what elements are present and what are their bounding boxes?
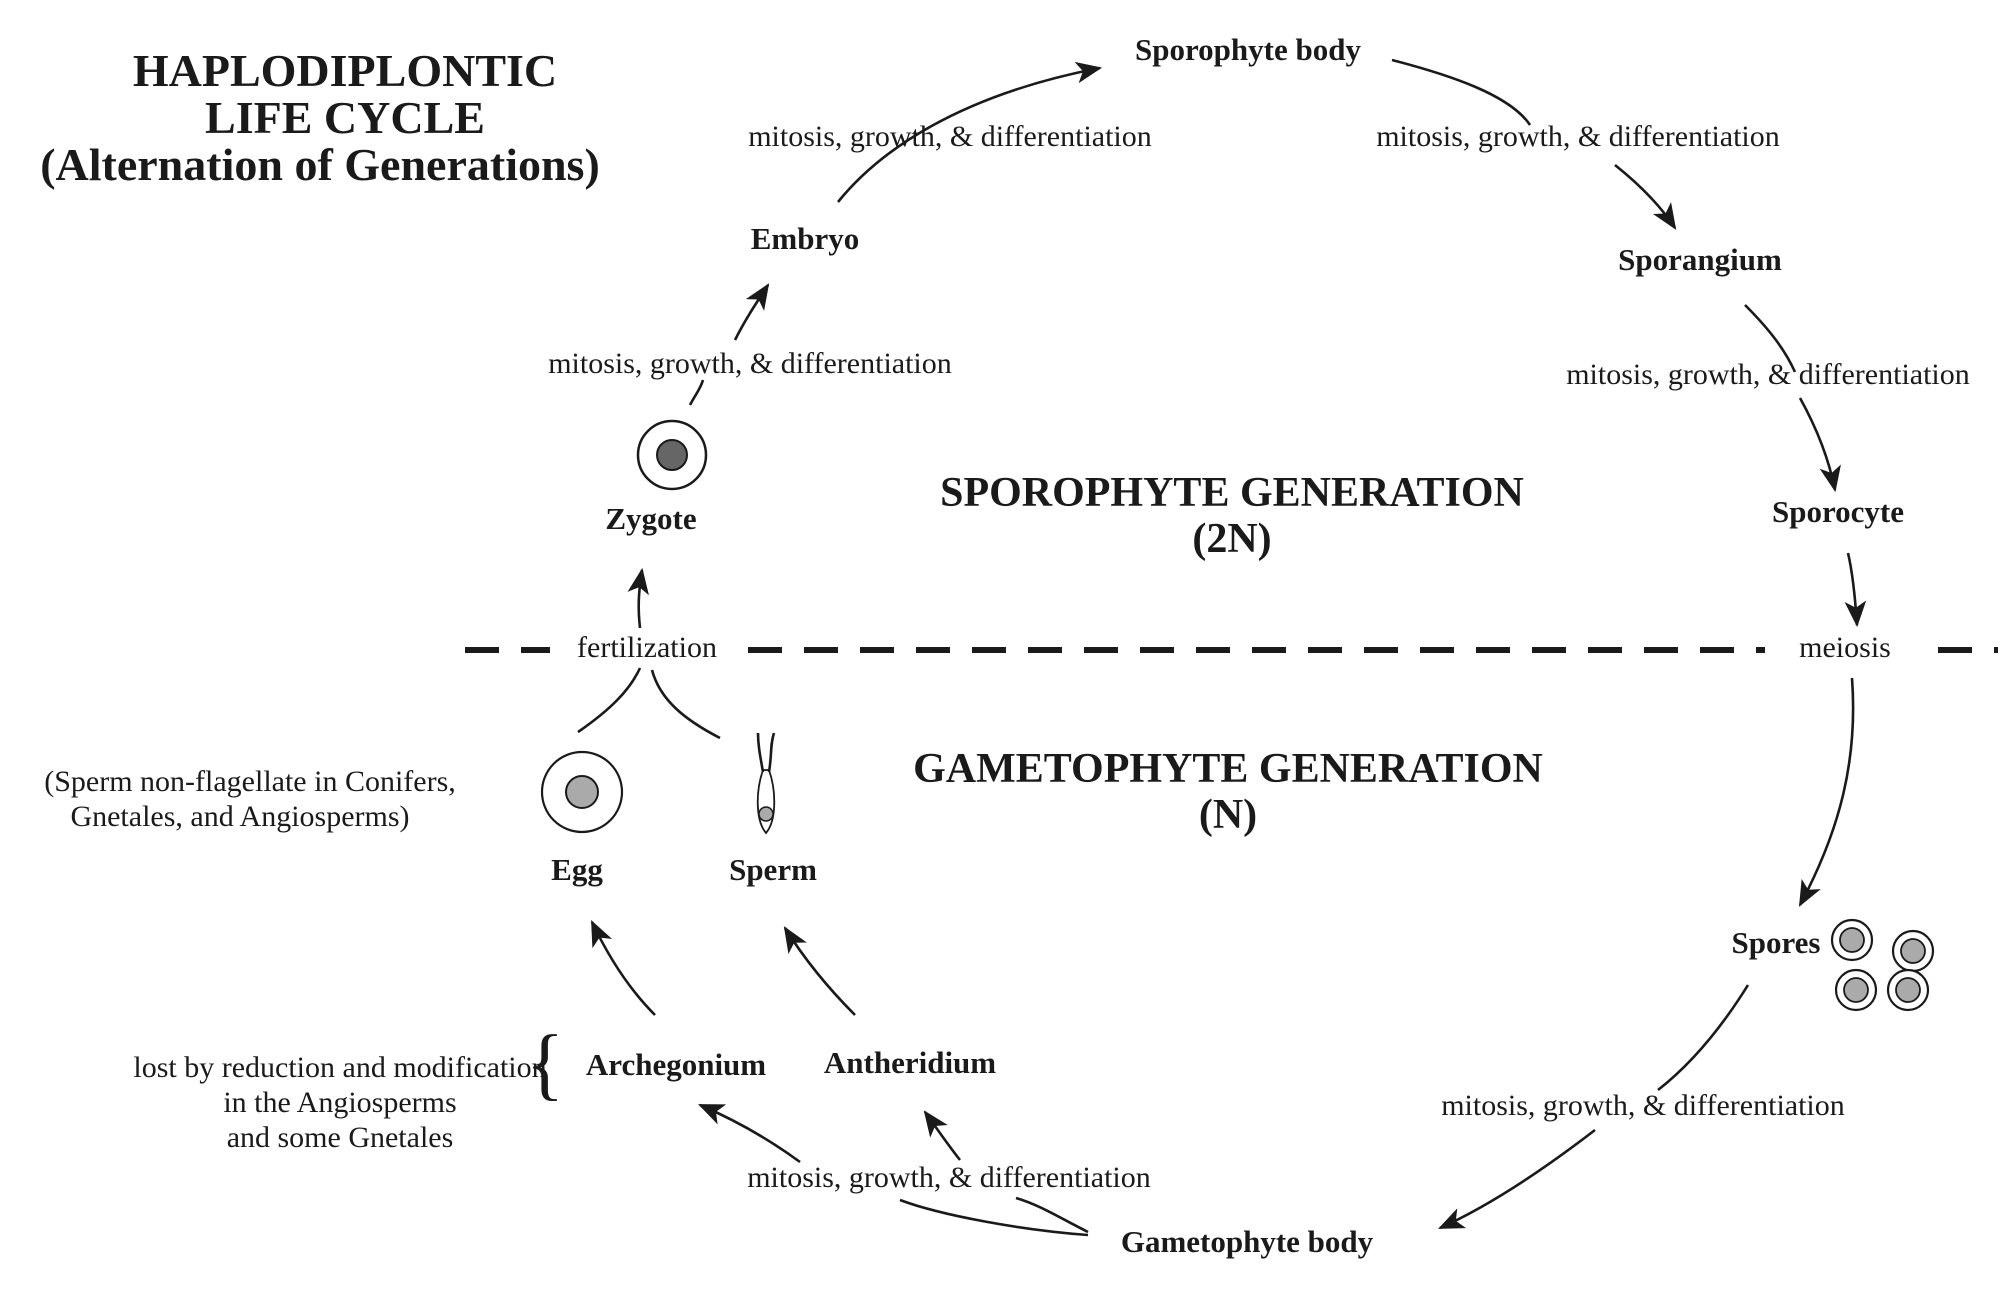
process-spores-to-gametophyte: mitosis, growth, & differentiation [1441,1089,1845,1122]
curve-egg-to-fertilization [577,667,642,734]
lost-note-line-3: and some Gnetales [227,1121,454,1154]
egg-label: Egg [551,852,603,887]
gametophyte-body-label: Gametophyte body [1121,1224,1374,1259]
arrow-sporangium-segment [1744,304,1797,373]
gametophyte-generation-label: GAMETOPHYTE GENERATION [913,746,1543,792]
process-gametophyte-to-gametangia: mitosis, growth, & differentiation [747,1161,1151,1194]
process-zygote-to-embryo: mitosis, growth, & differentiation [548,347,952,380]
lost-note-line-2: in the Angiosperms [223,1086,456,1119]
archegonium-label: Archegonium [586,1047,766,1082]
arrow-to-sporangium [1614,163,1677,230]
arrow-to-archegonium [698,1103,801,1164]
arrow-embryo-to-sporophyte-body [836,61,1103,203]
sporophyte-ploidy-label: (2N) [1192,516,1271,562]
sperm-note-line-1: (Sperm non-flagellate in Conifers, [44,765,456,798]
antheridium-label: Antheridium [824,1045,996,1080]
egg-cell-icon [540,750,624,834]
process-body-to-sporangium: mitosis, growth, & differentiation [1376,120,1780,153]
sporocyte-label: Sporocyte [1772,494,1904,529]
spores-label: Spores [1731,925,1820,960]
sperm-label: Sperm [729,852,817,887]
diagram-title: HAPLODIPLONTIC LIFE CYCLE (Alternation o… [40,45,600,190]
arrow-antheridium-to-sperm [783,926,856,1016]
arrow-fertilization-to-zygote [627,567,649,629]
sperm-cell-icon [756,732,776,835]
arrow-spores-segment [1657,984,1750,1092]
curve-sperm-to-fertilization [650,669,721,740]
spores-cluster-icon [1830,918,1935,1012]
fertilization-label: fertilization [577,631,717,664]
zygote-label: Zygote [605,501,696,536]
arrow-archegonium-to-egg [590,920,656,1016]
sperm-flagellum-left [756,732,765,773]
sperm-flagellum-right [767,732,776,773]
meiosis-label: meiosis [1799,631,1891,664]
arrow-zygote-segment [688,379,705,406]
arrow-to-embryo [733,283,770,341]
sperm-note-line-2: Gnetales, and Angiosperms) [70,800,409,833]
arrow-sporocyte-to-meiosis [1844,552,1867,628]
arrow-to-gametophyte-body [1438,1128,1596,1230]
process-sporangium-to-sporocyte: mitosis, growth, & differentiation [1566,358,1970,391]
zygote-cell-icon [636,419,708,491]
arrow-to-sporocyte [1798,397,1841,493]
arrow-body-segment [1391,58,1532,126]
brace-icon: { [526,1020,564,1108]
process-embryo-to-body: mitosis, growth, & differentiation [748,120,1152,153]
sporophyte-generation-label: SPOROPHYTE GENERATION [940,470,1524,516]
curve-to-archegonium-lower [899,1198,1089,1237]
arrow-to-antheridium [923,1110,962,1161]
arrow-meiosis-to-spores [1798,677,1855,907]
title-line-1: HAPLODIPLONTIC [133,45,557,96]
title-line-2: LIFE CYCLE [205,92,485,143]
gametophyte-ploidy-label: (N) [1199,792,1257,838]
lost-note-line-1: lost by reduction and modification [133,1051,546,1084]
title-line-3: (Alternation of Generations) [40,139,600,190]
curve-to-antheridium-lower [1015,1196,1089,1234]
sporophyte-body-label: Sporophyte body [1135,32,1361,67]
sporangium-label: Sporangium [1618,242,1782,277]
embryo-label: Embryo [751,221,860,256]
